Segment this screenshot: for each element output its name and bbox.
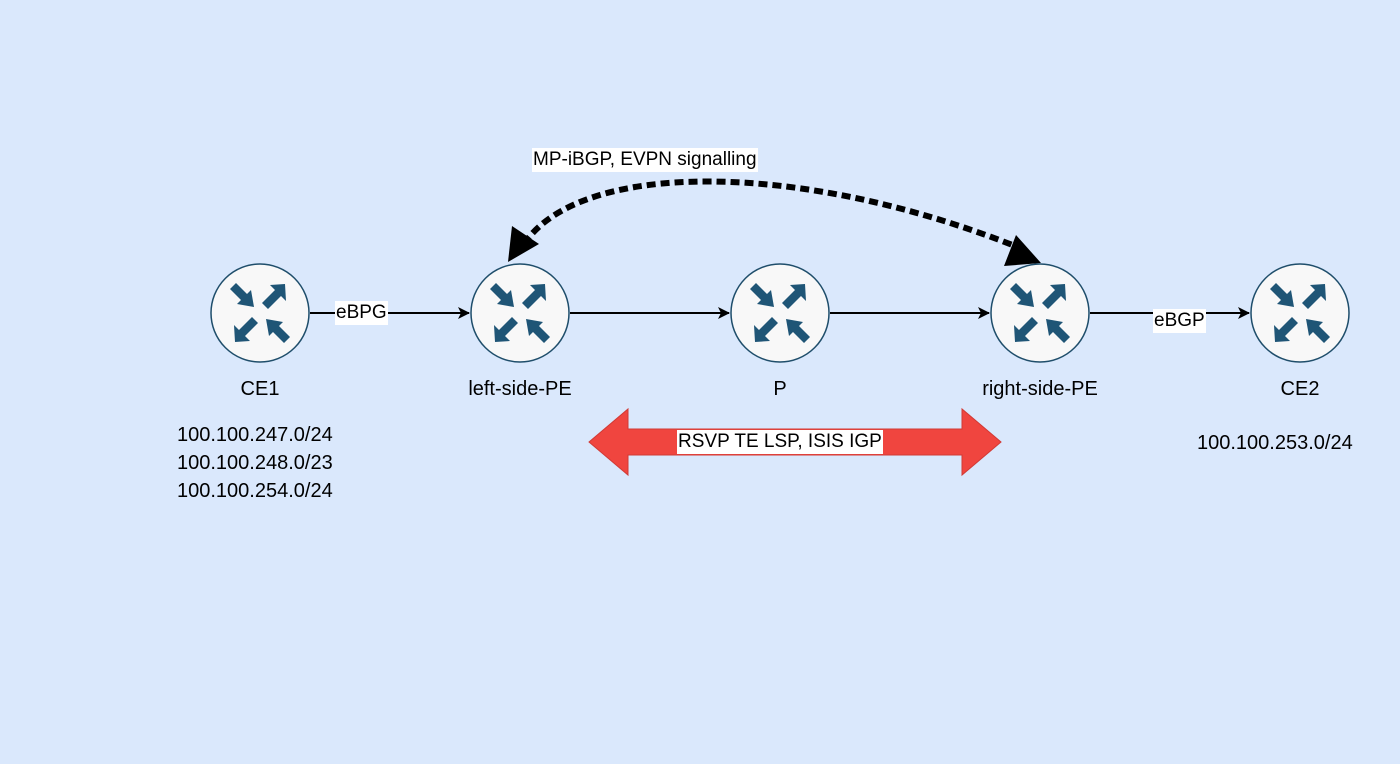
router-icon [210, 263, 310, 363]
ce2-prefix-list: 100.100.253.0/24 [1197, 429, 1353, 457]
edge-label-underlay: RSVP TE LSP, ISIS IGP [677, 430, 883, 454]
router-icon [730, 263, 830, 363]
ce1-prefix: 100.100.248.0/23 [177, 452, 333, 474]
ce1-prefix: 100.100.254.0/24 [177, 480, 333, 502]
node-label-ce2: CE2 [1280, 378, 1320, 400]
ce1-prefix-list: 100.100.247.0/24 100.100.248.0/23 100.10… [177, 421, 333, 505]
router-icon [470, 263, 570, 363]
overlay-arrowhead-left [508, 226, 539, 262]
node-label-ce1: CE1 [240, 378, 280, 400]
router-right-side-pe[interactable] [990, 263, 1090, 363]
node-label-left-side-pe: left-side-PE [468, 378, 572, 400]
router-left-side-pe[interactable] [470, 263, 570, 363]
ce1-prefix: 100.100.247.0/24 [177, 424, 333, 446]
overlay-arrowhead-right [1004, 235, 1041, 266]
overlay-dashed-curve [521, 178, 1022, 251]
node-label-p: P [773, 378, 787, 400]
node-label-right-side-pe: right-side-PE [982, 378, 1098, 400]
router-icon [990, 263, 1090, 363]
edge-label-right-pe-ce2: eBGP [1153, 309, 1206, 333]
edge-label-ce1-left-pe: eBPG [335, 301, 388, 325]
edge-label-overlay: MP-iBGP, EVPN signalling [532, 148, 758, 172]
router-ce1[interactable] [210, 263, 310, 363]
ce2-prefix: 100.100.253.0/24 [1197, 432, 1353, 454]
router-p[interactable] [730, 263, 830, 363]
router-ce2[interactable] [1250, 263, 1350, 363]
router-icon [1250, 263, 1350, 363]
